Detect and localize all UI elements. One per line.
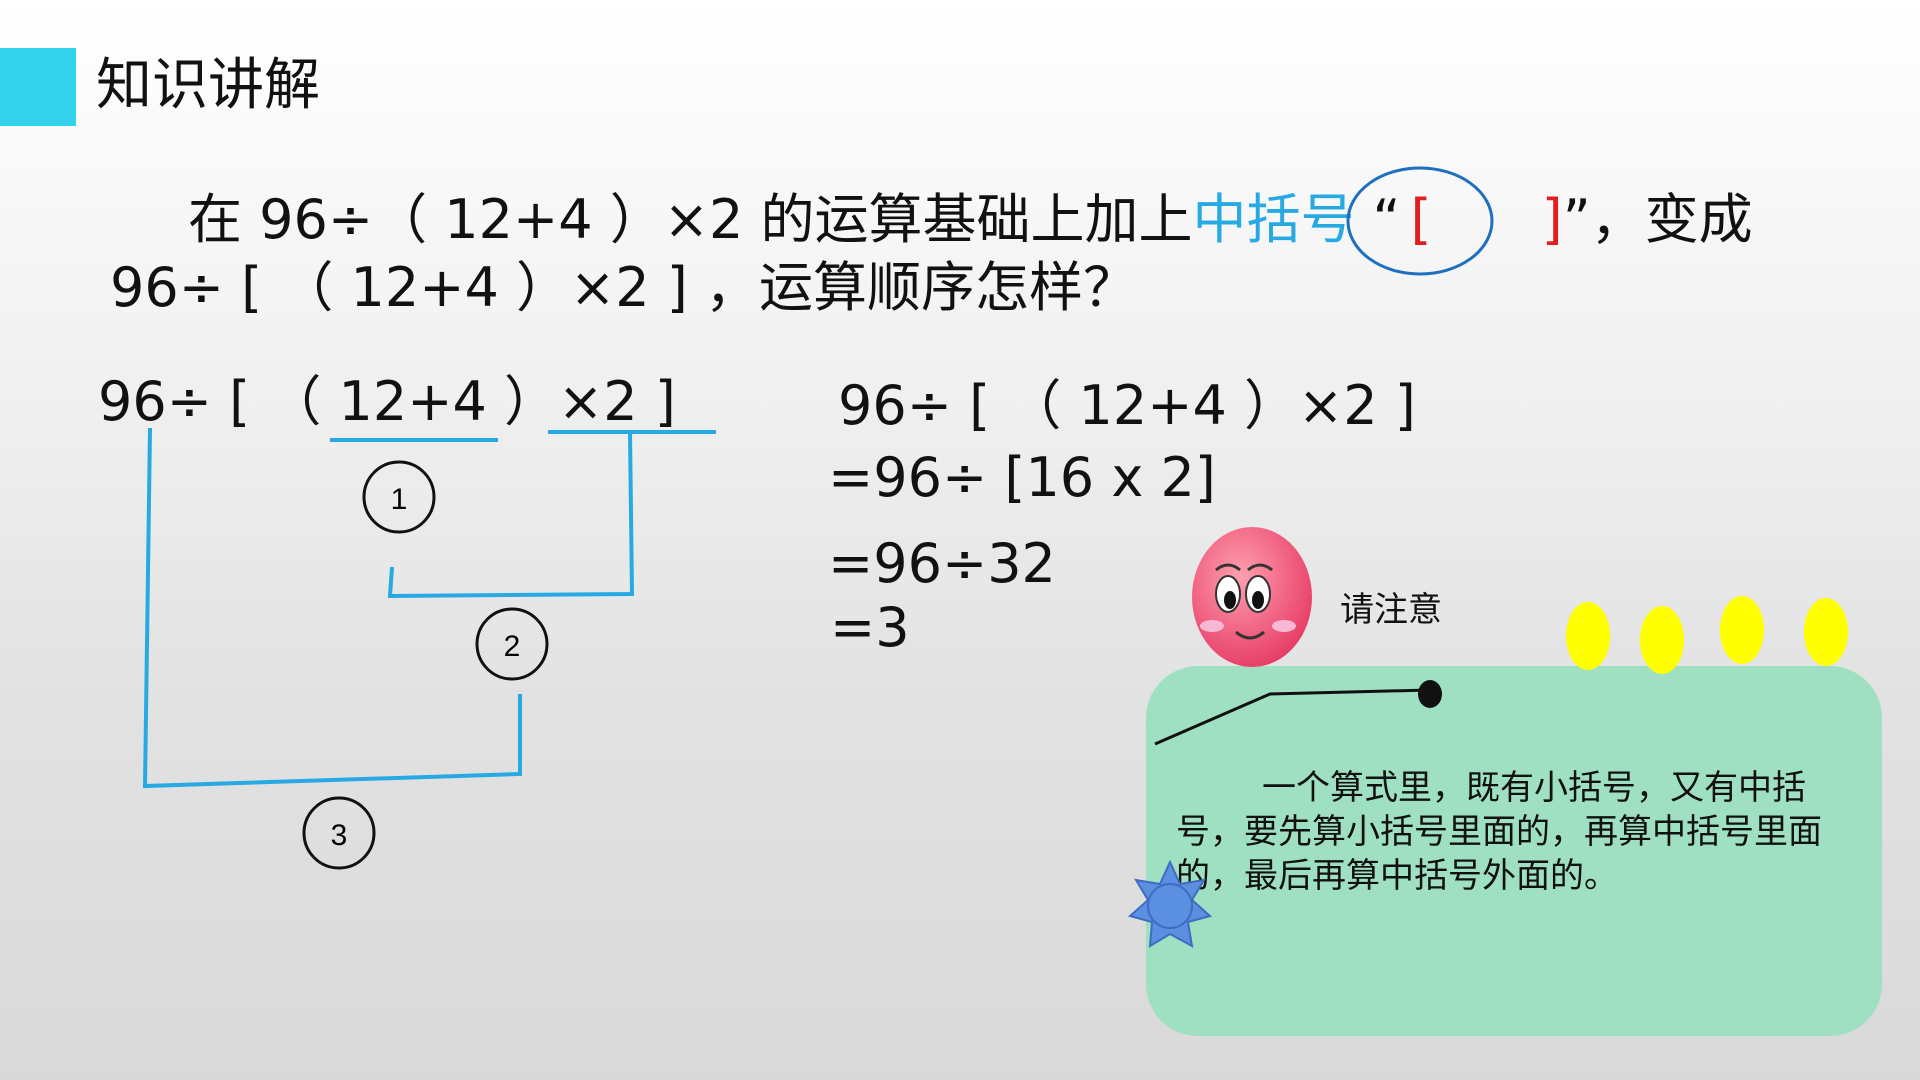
sun-icon bbox=[1127, 859, 1213, 948]
diagram-expression: 96÷ [ （ 12+4 ）×2 ] bbox=[98, 370, 676, 433]
quote-open: “ bbox=[1372, 188, 1401, 251]
yellow-dots bbox=[1566, 596, 1848, 674]
quote-close: ” bbox=[1562, 188, 1591, 251]
solution-line-2: =96÷ [16 x 2] bbox=[828, 446, 1216, 509]
pointer-pin bbox=[1154, 680, 1442, 746]
bracket-close: ] bbox=[1541, 188, 1563, 251]
svg-text:1: 1 bbox=[391, 483, 408, 516]
solution-line-1: 96÷ [ （ 12+4 ）×2 ] bbox=[838, 374, 1416, 437]
diagram-lines bbox=[142, 427, 716, 789]
solution-line-3: =96÷32 bbox=[828, 532, 1056, 595]
face-icon bbox=[1192, 527, 1312, 667]
question-line-2: 96÷ [ （ 12+4 ）×2 ] ，运算顺序怎样？ bbox=[110, 256, 1138, 319]
solution-line-4: =3 bbox=[830, 596, 910, 659]
highlight-term: 中括号 bbox=[1192, 188, 1355, 251]
question-line-1: 在 96÷（ 12+4 ）×2 的运算基础上加上中括号 “[]”，变成 bbox=[188, 188, 1753, 252]
header-accent-bar bbox=[0, 48, 76, 126]
step-circle-3: 3 bbox=[302, 796, 376, 870]
question-suffix: ，变成 bbox=[1590, 188, 1753, 251]
note-box bbox=[1146, 666, 1882, 1036]
svg-text:2: 2 bbox=[504, 630, 521, 663]
bracket-open: [ bbox=[1410, 188, 1432, 251]
question-prefix: 在 96÷（ 12+4 ）×2 的运算基础上加上 bbox=[188, 188, 1193, 251]
step-circle-1: 1 bbox=[362, 460, 436, 534]
bracket-highlight-ellipse bbox=[1346, 166, 1494, 276]
svg-text:3: 3 bbox=[331, 819, 348, 852]
step-circle-2: 2 bbox=[475, 607, 549, 681]
page-title: 知识讲解 bbox=[96, 53, 320, 118]
callout-label: 请注意 bbox=[1340, 590, 1442, 630]
note-text: 一个算式里，既有小括号，又有中括号，要先算小括号里面的，再算中括号里面的，最后再… bbox=[1176, 768, 1822, 896]
